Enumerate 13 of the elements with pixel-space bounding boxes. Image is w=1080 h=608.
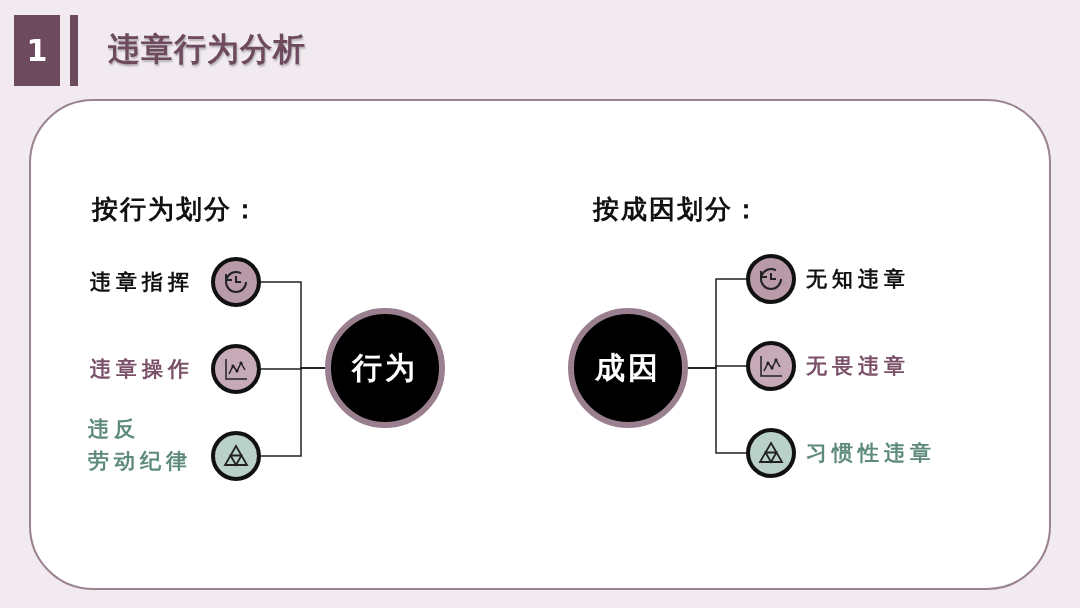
connector-line xyxy=(687,367,747,454)
item-label: 无知违章 xyxy=(806,266,911,293)
item-label: 习惯性违章 xyxy=(806,440,937,467)
item-label: 无畏违章 xyxy=(806,353,911,380)
topic-text: 行为 xyxy=(352,348,418,387)
connector-line xyxy=(260,367,326,457)
section-heading: 按成因划分： xyxy=(593,193,761,226)
section-heading: 按行为划分： xyxy=(92,193,260,226)
item-label: 违章操作 xyxy=(90,356,195,383)
topic-text: 成因 xyxy=(595,348,661,387)
item-label: 违章指挥 xyxy=(90,269,195,296)
number-badge: 1 xyxy=(14,15,60,86)
title: 违章行为分析 xyxy=(108,29,306,70)
